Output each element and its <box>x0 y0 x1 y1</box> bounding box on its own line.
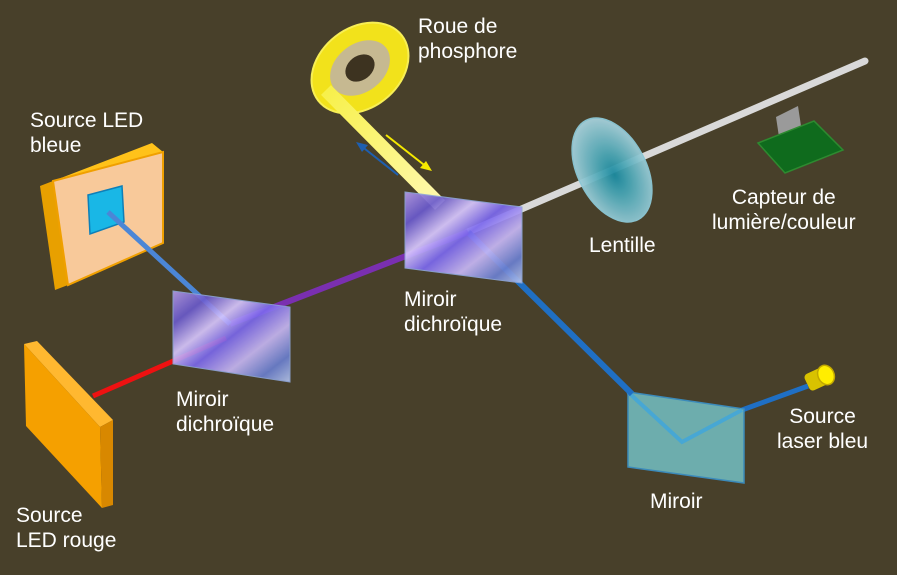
phosphor-wheel <box>310 21 410 115</box>
yellow-arrow-icon <box>385 134 432 171</box>
laser-beam <box>741 383 809 413</box>
label-dichroic-mirror-left: Miroir dichroïque <box>176 388 275 436</box>
dichroic-mirror-left <box>172 290 291 383</box>
red-led-source <box>24 341 113 508</box>
yellow-beam <box>321 85 445 210</box>
mirror-reflection-beam <box>626 390 743 445</box>
label-lens: Lentille <box>589 234 656 257</box>
label-color-sensor: Capteur de lumière/couleur <box>712 186 856 234</box>
label-blue-laser-source: Source laser bleu <box>777 405 869 453</box>
label-mirror: Miroir <box>650 490 703 513</box>
blue-laser-source <box>804 364 836 391</box>
dichroic-mirror-center <box>404 191 523 284</box>
mirror <box>627 391 745 484</box>
blue-led-source <box>40 143 164 290</box>
label-phosphor-wheel: Roue de phosphore <box>418 15 518 63</box>
blue-arrow-icon <box>356 142 399 176</box>
label-dichroic-mirror-center: Miroir dichroïque <box>404 288 503 336</box>
label-red-led-source: Source LED rouge <box>16 504 117 552</box>
color-sensor <box>756 106 845 174</box>
label-blue-led-source: Source LED bleue <box>30 109 144 157</box>
output-beam <box>464 57 869 236</box>
lens <box>571 117 653 223</box>
